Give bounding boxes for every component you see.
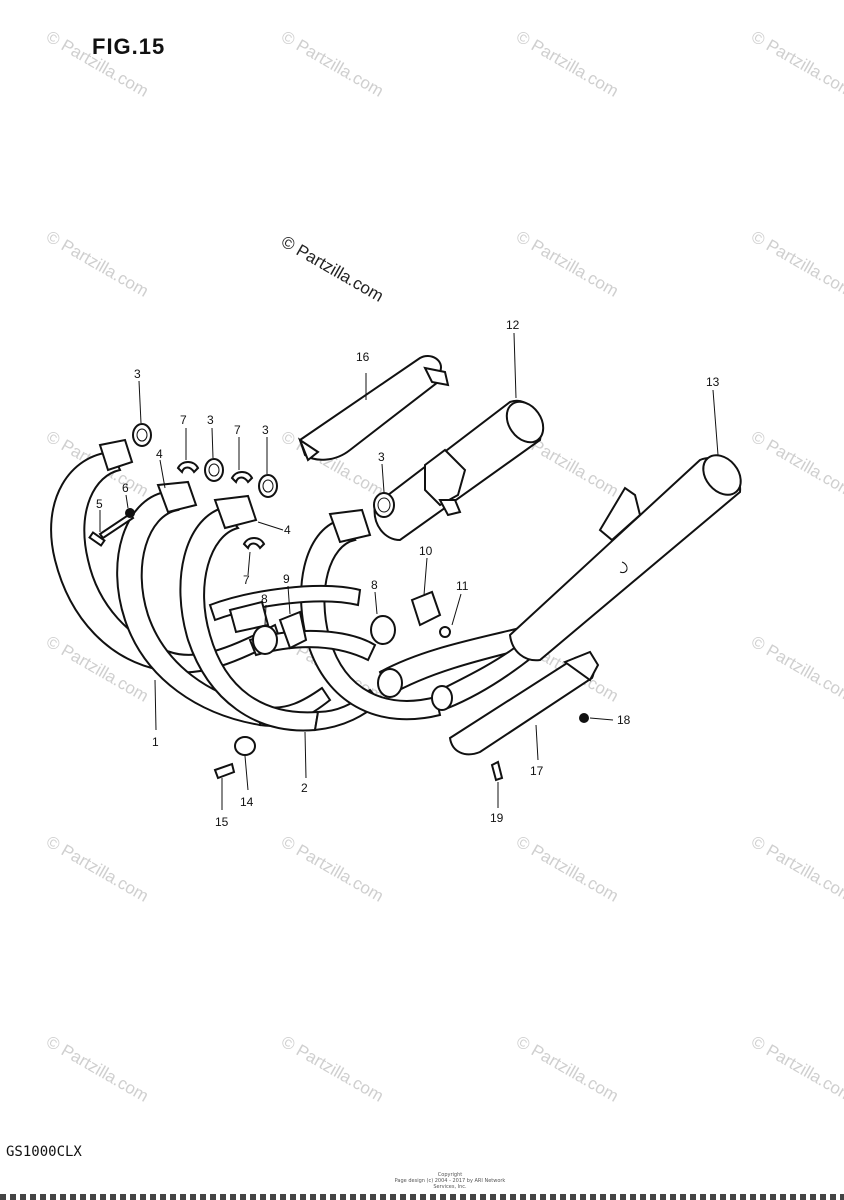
- watermark-tile: © Partzilla.com: [513, 27, 622, 101]
- callout-1: 1: [152, 735, 159, 749]
- callout-14: 14: [240, 795, 254, 809]
- watermark-tile: © Partzilla.com: [513, 227, 622, 301]
- model-code: GS1000CLX: [6, 1144, 82, 1160]
- callout-15: 15: [215, 815, 229, 829]
- gasket-3-b[interactable]: [204, 458, 224, 482]
- callout-11: 11: [456, 579, 469, 593]
- watermark-tile: © Partzilla.com: [748, 832, 844, 906]
- connector-8-a[interactable]: [252, 625, 278, 655]
- watermark-tile: © Partzilla.com: [748, 1032, 844, 1106]
- watermark-tile: © Partzilla.com: [748, 632, 844, 706]
- callout-2: 2: [301, 781, 308, 795]
- callout-6: 6: [122, 481, 129, 495]
- callout-3: 3: [207, 413, 214, 427]
- watermark-tile: © Partzilla.com: [43, 27, 152, 101]
- gasket-3-a[interactable]: [132, 423, 152, 447]
- heat-shield-17[interactable]: [448, 650, 600, 756]
- callout-9: 9: [283, 572, 290, 586]
- copyright-line-2: Page design (c) 2004 - 2017 by ARI Netwo…: [394, 1178, 506, 1190]
- copyright-notice: Copyright Page design (c) 2004 - 2017 by…: [390, 1172, 510, 1190]
- watermark-tile: © Partzilla.com: [43, 832, 152, 906]
- callout-19: 19: [490, 811, 504, 825]
- exhaust-pipe-1[interactable]: [50, 438, 282, 674]
- callout-7: 7: [243, 573, 250, 587]
- callout-3: 3: [262, 423, 269, 437]
- callout-13: 13: [706, 375, 720, 389]
- watermark-layer: © Partzilla.com © Partzilla.com © Partzill…: [43, 27, 844, 1106]
- retainer-7-a[interactable]: [176, 461, 200, 474]
- callout-12: 12: [506, 318, 520, 332]
- muffler-13[interactable]: [508, 448, 748, 662]
- figure-title: FIG.15: [92, 34, 166, 59]
- heat-shield-16[interactable]: [297, 354, 450, 462]
- callout-4: 4: [284, 523, 291, 537]
- watermark-tile: © Partzilla.com: [748, 427, 844, 501]
- callout-3: 3: [134, 367, 141, 381]
- watermark-tile: © Partzilla.com: [513, 1032, 622, 1106]
- retainer-7-b[interactable]: [230, 471, 254, 484]
- clamp-10[interactable]: [410, 590, 442, 627]
- bottom-border: [0, 1194, 844, 1200]
- callout-16: 16: [356, 350, 370, 364]
- bolt-18[interactable]: [579, 713, 589, 723]
- connector-8-b[interactable]: [370, 615, 396, 645]
- watermark-tile: © Partzilla.com: [278, 1032, 387, 1106]
- watermark-tile: © Partzilla.com: [748, 227, 844, 301]
- watermark-tile: © Partzilla.com: [43, 1032, 152, 1106]
- callout-5: 5: [96, 497, 103, 511]
- clamp-14[interactable]: [234, 736, 256, 756]
- callout-4: 4: [156, 447, 163, 461]
- watermark-tile: © Partzilla.com: [278, 832, 387, 906]
- nut-6[interactable]: [125, 508, 135, 518]
- muffler-12[interactable]: [373, 395, 551, 542]
- watermark-tile: © Partzilla.com: [748, 27, 844, 101]
- watermark-main: © Partzilla.com: [278, 232, 387, 306]
- collector-pipe[interactable]: [377, 626, 537, 711]
- callout-8: 8: [371, 578, 378, 592]
- bolt-19[interactable]: [490, 760, 504, 782]
- gasket-3-d[interactable]: [373, 492, 395, 518]
- gasket-3-c[interactable]: [258, 474, 278, 498]
- retainer-7-c[interactable]: [242, 537, 266, 550]
- watermark-tile: © Partzilla.com: [513, 832, 622, 906]
- callout-7: 7: [234, 423, 241, 437]
- callout-17: 17: [530, 764, 544, 778]
- callout-10: 10: [419, 544, 433, 558]
- bolt-11[interactable]: [439, 626, 451, 638]
- callout-labels: 3 7 3 7 3 4 5 6 4 7 16 12 13 3 10 11 8 8…: [96, 318, 720, 829]
- callout-7: 7: [180, 413, 187, 427]
- callout-3: 3: [378, 450, 385, 464]
- bolt-15[interactable]: [213, 762, 236, 780]
- copyright-line-1: Copyright: [437, 1172, 463, 1178]
- watermark-tile: © Partzilla.com: [278, 27, 387, 101]
- bolt-5[interactable]: [88, 512, 135, 547]
- clamp-9[interactable]: [278, 610, 308, 650]
- watermark-tile: © Partzilla.com: [43, 227, 152, 301]
- callout-8: 8: [261, 592, 268, 606]
- callout-18: 18: [617, 713, 631, 727]
- leader-lines: [99, 332, 719, 810]
